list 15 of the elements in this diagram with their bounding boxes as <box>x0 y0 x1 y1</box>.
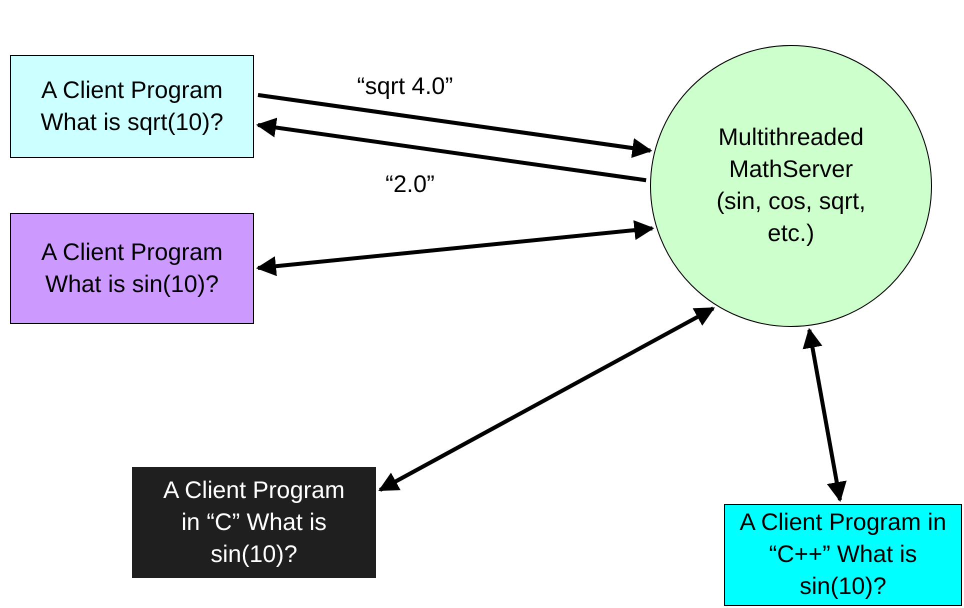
node-label: A Client Program in “C” What is sin(10)? <box>162 476 346 570</box>
arrow <box>256 118 646 182</box>
arrow <box>378 306 715 492</box>
client-box <box>724 504 962 606</box>
node-label: A Client Program What is sin(10)? <box>40 238 224 300</box>
node-label: A Client Program in “C++” What is sin(10)? <box>738 508 948 602</box>
node-label: Multithreaded MathServer <box>717 123 865 185</box>
node-label: A Client Program What is sqrt(10)? <box>40 76 224 138</box>
arrow <box>802 328 847 502</box>
node-label: (sin, cos, sqrt, etc.) <box>715 187 867 249</box>
arrow <box>256 220 654 276</box>
arrow <box>258 93 652 158</box>
client-box <box>10 55 254 158</box>
client-box <box>132 467 376 578</box>
client-box <box>10 213 254 324</box>
